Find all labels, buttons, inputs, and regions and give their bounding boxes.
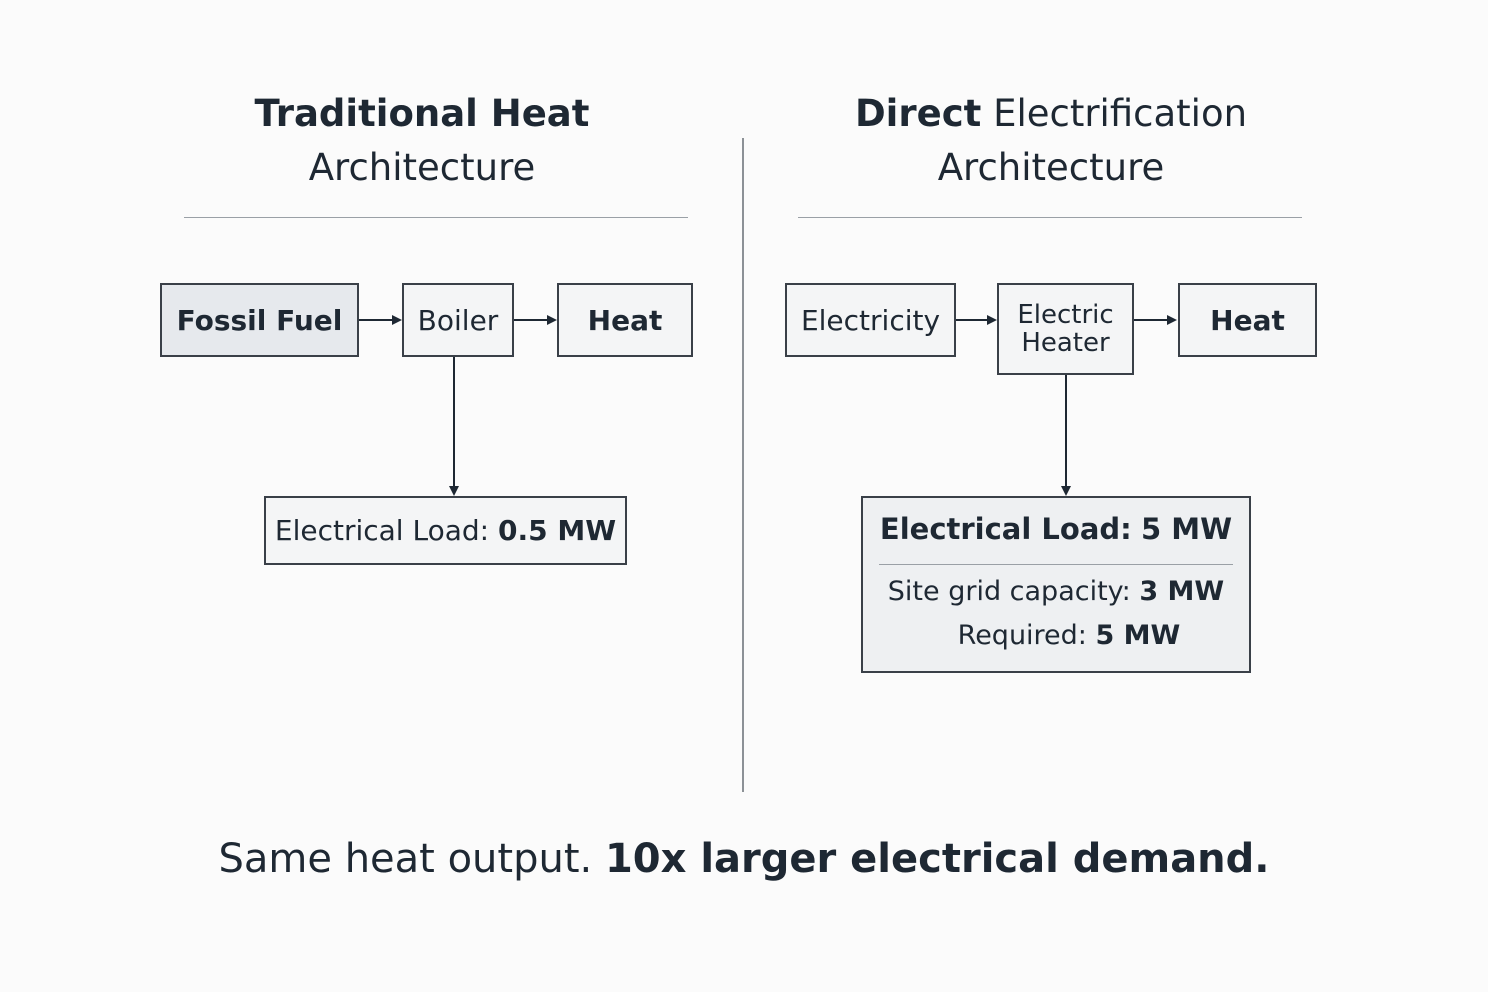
right-load-box: Electrical Load: 5 MW Site grid capacity… bbox=[861, 496, 1251, 673]
node-fossil-fuel-label: Fossil Fuel bbox=[176, 303, 343, 337]
left-title-rule bbox=[184, 217, 688, 218]
arrow-heater-to-heat bbox=[1134, 315, 1177, 325]
node-heat-right-label: Heat bbox=[1210, 303, 1285, 337]
capacity-line: Site grid capacity: 3 MW bbox=[863, 576, 1249, 607]
left-title-line2: Architecture bbox=[308, 146, 536, 189]
left-load-value: 0.5 MW bbox=[498, 514, 617, 547]
right-title-line2: Architecture bbox=[937, 146, 1165, 189]
arrow-electricity-to-heater bbox=[956, 315, 997, 325]
node-heat-left: Heat bbox=[557, 283, 693, 357]
node-heat-left-label: Heat bbox=[587, 303, 663, 337]
right-title-rule bbox=[798, 217, 1302, 218]
capacity-value: 3 MW bbox=[1139, 576, 1225, 607]
footer-caption: Same heat output. 10x larger electrical … bbox=[0, 836, 1488, 882]
right-load-divider bbox=[879, 564, 1233, 565]
left-title-line1: Traditional Heat bbox=[254, 92, 590, 135]
right-load-value: 5 MW bbox=[1140, 512, 1233, 546]
right-title-bold: Direct bbox=[854, 92, 982, 135]
right-title-rest: Electrification bbox=[993, 92, 1248, 135]
arrow-boiler-to-load bbox=[449, 357, 459, 496]
capacity-label: Site grid capacity: bbox=[887, 576, 1131, 607]
left-load-label: Electrical Load: bbox=[274, 514, 490, 547]
required-value: 5 MW bbox=[1095, 620, 1181, 651]
left-load-text: Electrical Load: 0.5 MW bbox=[275, 514, 616, 547]
node-heater-line1: Electric bbox=[1017, 300, 1114, 330]
center-divider bbox=[742, 138, 744, 792]
node-heater-line2: Heater bbox=[1021, 328, 1110, 358]
node-electricity-label: Electricity bbox=[800, 303, 941, 337]
footer-plain: Same heat output. bbox=[218, 836, 593, 882]
footer-bold: 10x larger electrical demand. bbox=[604, 836, 1270, 882]
node-electric-heater: Electric Heater bbox=[997, 283, 1134, 375]
left-load-box: Electrical Load: 0.5 MW bbox=[264, 496, 627, 565]
arrow-boiler-to-heat bbox=[514, 315, 557, 325]
node-boiler: Boiler bbox=[402, 283, 514, 357]
arrow-fuel-to-boiler bbox=[359, 315, 402, 325]
required-label: Required: bbox=[957, 620, 1087, 651]
node-heat-right: Heat bbox=[1178, 283, 1317, 357]
right-load-text: Electrical Load: 5 MW bbox=[863, 512, 1249, 546]
node-electricity: Electricity bbox=[785, 283, 956, 357]
right-title: Direct Electrification Architecture bbox=[796, 87, 1306, 195]
arrow-heater-to-load bbox=[1061, 375, 1071, 496]
node-fossil-fuel: Fossil Fuel bbox=[160, 283, 359, 357]
right-load-label: Electrical Load: bbox=[879, 512, 1132, 546]
left-title: Traditional Heat Architecture bbox=[172, 87, 672, 195]
node-boiler-label: Boiler bbox=[417, 303, 499, 337]
required-line: Required: 5 MW bbox=[863, 620, 1249, 651]
